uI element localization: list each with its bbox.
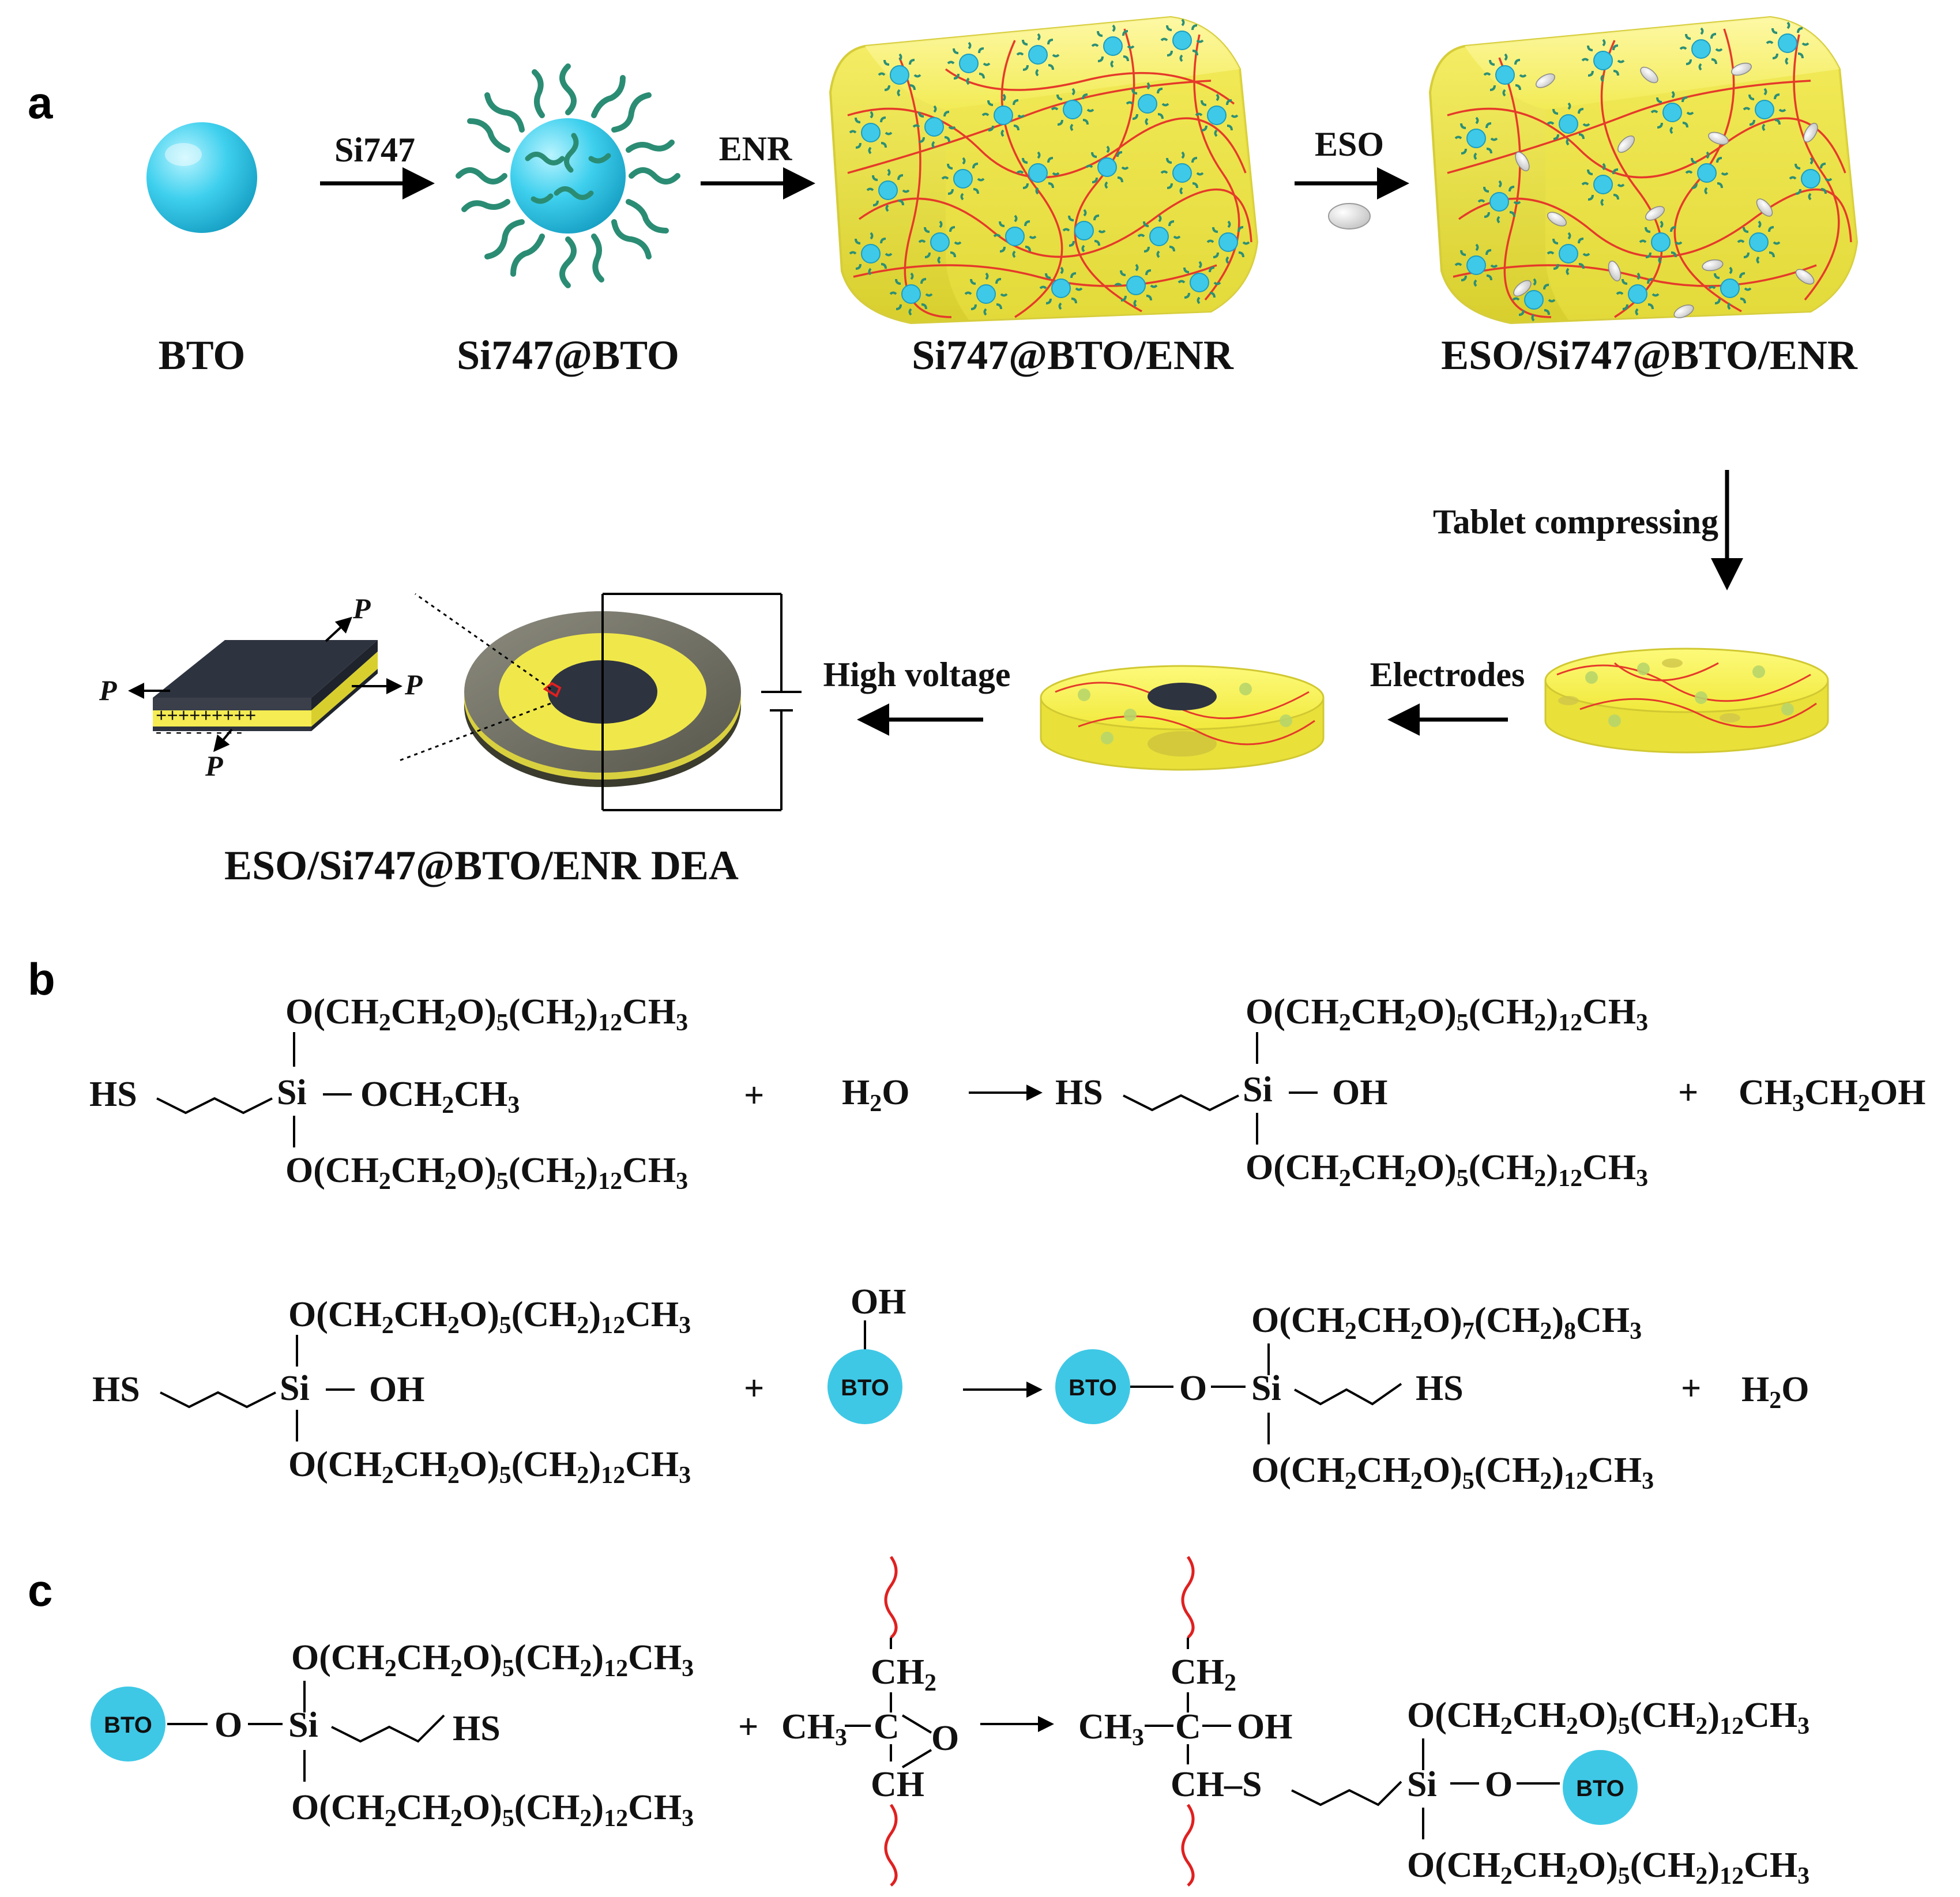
p-label-top: P	[352, 592, 371, 624]
svg-text:+: +	[744, 1369, 764, 1408]
svg-text:OH: OH	[1332, 1073, 1387, 1112]
label-enr: ENR	[719, 130, 792, 168]
svg-text:O(CH2CH2O)5(CH2)12CH3: O(CH2CH2O)5(CH2)12CH3	[285, 1151, 688, 1195]
svg-text:Si: Si	[1407, 1765, 1437, 1804]
label-electrodes: Electrodes	[1370, 656, 1525, 694]
eso-droplet-icon	[1328, 203, 1371, 229]
label-eso: ESO	[1315, 125, 1384, 163]
zoom-dotted-lines	[397, 593, 551, 762]
svg-text:O(CH2CH2O)5(CH2)12CH3: O(CH2CH2O)5(CH2)12CH3	[291, 1638, 694, 1682]
r1-reactant-peg-top: O(CH2CH2O)5(CH2)12CH3	[285, 992, 688, 1036]
p-label-bottom: P	[205, 750, 223, 782]
svg-text:HS: HS	[1055, 1073, 1103, 1112]
svg-text:Si: Si	[280, 1369, 310, 1408]
svg-text:H2O: H2O	[842, 1073, 909, 1117]
composite-cube-si747-bto-enr	[829, 16, 1259, 325]
positive-charges: +++++++++	[156, 705, 256, 727]
svg-text:O: O	[1179, 1369, 1207, 1408]
svg-text:O(CH2CH2O)5(CH2)12CH3: O(CH2CH2O)5(CH2)12CH3	[291, 1788, 694, 1832]
svg-text:O(CH2CH2O)5(CH2)12CH3: O(CH2CH2O)5(CH2)12CH3	[1251, 1451, 1654, 1495]
bto-ball-c-right: BTO	[1563, 1750, 1638, 1825]
svg-text:+: +	[1678, 1073, 1698, 1112]
svg-text:O(CH2CH2O)5(CH2)12CH3: O(CH2CH2O)5(CH2)12CH3	[288, 1445, 691, 1489]
dea-layered-element: +++++++++ - - - - - - - - -	[153, 640, 378, 741]
svg-text:O(CH2CH2O)5(CH2)12CH3: O(CH2CH2O)5(CH2)12CH3	[1246, 992, 1648, 1036]
svg-text:Si: Si	[1251, 1369, 1281, 1408]
panel-c-label: c	[28, 1565, 52, 1616]
bto-ball-reactant: BTO	[827, 1349, 902, 1424]
svg-text:CH2: CH2	[1171, 1653, 1236, 1696]
svg-text:OH: OH	[851, 1282, 906, 1322]
svg-text:CH: CH	[871, 1765, 924, 1804]
label-high-voltage: High voltage	[823, 656, 1011, 694]
svg-text:O(CH2CH2O)7(CH2)8CH3: O(CH2CH2O)7(CH2)8CH3	[1251, 1301, 1642, 1345]
si747-bto-particle	[456, 63, 680, 288]
svg-text:O: O	[215, 1706, 242, 1745]
panel-b-label: b	[28, 954, 55, 1004]
svg-text:CH–S: CH–S	[1171, 1765, 1262, 1804]
svg-text:BTO: BTO	[841, 1375, 889, 1401]
svg-text:O: O	[1485, 1765, 1513, 1804]
svg-text:+: +	[738, 1707, 758, 1747]
svg-text:C: C	[874, 1707, 900, 1747]
caption-dea: ESO/Si747@BTO/ENR DEA	[224, 842, 739, 889]
caption-si747-bto: Si747@BTO	[457, 332, 679, 378]
bto-sphere	[146, 122, 257, 233]
p-label-left: P	[99, 674, 117, 706]
tablet-with-electrodes	[1040, 665, 1325, 771]
svg-text:O: O	[931, 1719, 959, 1758]
svg-text:OH: OH	[1237, 1707, 1292, 1747]
panel-a-label: a	[28, 77, 53, 128]
compressed-tablet	[1544, 648, 1829, 754]
svg-text:HS: HS	[453, 1709, 501, 1748]
svg-text:C: C	[1175, 1707, 1201, 1747]
bto-ball-c-left: BTO	[91, 1687, 165, 1762]
svg-text:O(CH2CH2O)5(CH2)12CH3: O(CH2CH2O)5(CH2)12CH3	[288, 1295, 691, 1339]
svg-text:CH3: CH3	[781, 1707, 847, 1751]
p-label-right: P	[404, 668, 423, 701]
composite-cube-eso-si747-bto-enr	[1428, 16, 1859, 325]
svg-text:O(CH2CH2O)5(CH2)12CH3: O(CH2CH2O)5(CH2)12CH3	[1407, 1696, 1809, 1740]
label-si747: Si747	[334, 131, 415, 169]
voltage-circuit	[601, 593, 802, 811]
svg-text:+: +	[744, 1076, 764, 1115]
svg-text:Si: Si	[288, 1706, 318, 1745]
svg-text:HS: HS	[1416, 1369, 1464, 1408]
svg-text:BTO: BTO	[1069, 1375, 1117, 1401]
svg-text:BTO: BTO	[1576, 1776, 1624, 1801]
bto-ball-product: BTO	[1055, 1349, 1130, 1424]
svg-text:HS: HS	[92, 1370, 140, 1409]
reaction-hydrolysis: O(CH2CH2O)5(CH2)12CH3 HS Si OCH2CH3 O(CH…	[89, 992, 1925, 1195]
label-tablet-compressing: Tablet compressing	[1433, 503, 1718, 541]
caption-bto: BTO	[159, 332, 246, 378]
svg-text:HS: HS	[89, 1075, 137, 1114]
reaction-grafting: O(CH2CH2O)5(CH2)12CH3 HS Si OH O(CH2CH2O…	[92, 1282, 1809, 1495]
svg-text:CH3CH2OH: CH3CH2OH	[1739, 1073, 1925, 1117]
svg-text:BTO: BTO	[104, 1712, 152, 1738]
svg-text:OCH2CH3: OCH2CH3	[360, 1075, 520, 1119]
svg-text:OH: OH	[369, 1370, 424, 1409]
svg-text:Si: Si	[277, 1073, 307, 1112]
svg-text:O(CH2CH2O)5(CH2)12CH3: O(CH2CH2O)5(CH2)12CH3	[1246, 1148, 1648, 1192]
svg-text:CH3: CH3	[1078, 1707, 1144, 1751]
reaction-crosslinking: BTO O Si HS O(CH2CH2O)5(CH2)12CH3 O(CH2C…	[91, 1556, 1809, 1890]
caption-eso-si747-bto-enr: ESO/Si747@BTO/ENR	[1441, 332, 1858, 378]
svg-text:O(CH2CH2O)5(CH2)12CH3: O(CH2CH2O)5(CH2)12CH3	[1407, 1846, 1809, 1890]
svg-text:Si: Si	[1243, 1070, 1273, 1109]
svg-text:H2O: H2O	[1741, 1370, 1809, 1414]
svg-text:+: +	[1681, 1369, 1701, 1408]
caption-si747-bto-enr: Si747@BTO/ENR	[912, 332, 1234, 378]
pressure-arrows	[128, 616, 402, 752]
svg-text:CH2: CH2	[871, 1653, 936, 1696]
